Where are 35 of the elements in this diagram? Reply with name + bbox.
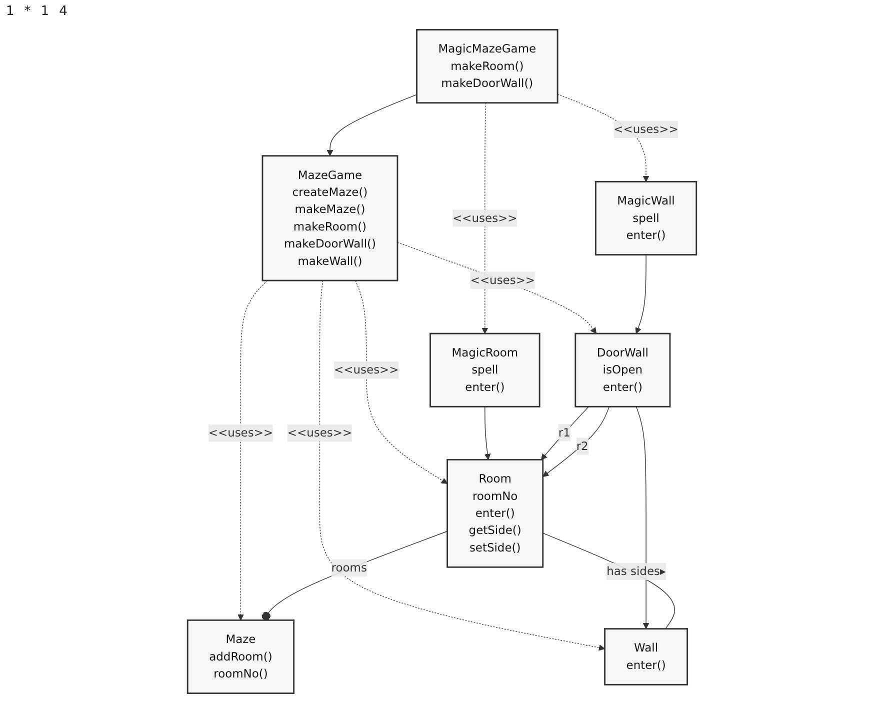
- arrow: [484, 406, 490, 460]
- connector: [261, 530, 448, 621]
- multiplicity-label: 1: [40, 4, 50, 19]
- connector: [542, 532, 674, 630]
- arrow: [540, 406, 589, 460]
- node-box: MagicWall spell enter(): [594, 180, 697, 256]
- arrow: [542, 406, 610, 477]
- edge-label: <<uses>>: [286, 426, 352, 440]
- arrow: [318, 280, 605, 651]
- edge-label: <<uses>>: [613, 122, 678, 136]
- edge-label: <<uses>>: [334, 362, 398, 377]
- edge-label: <<uses>>: [452, 211, 517, 225]
- node-box: Room roomNo enter() getSide() setSide(): [446, 458, 544, 568]
- arrow: [396, 242, 596, 334]
- edge-label: <<uses>>: [470, 273, 535, 287]
- node-box: Wall enter(): [604, 628, 688, 686]
- node-box: Maze addRoom() roomNo(): [186, 619, 294, 694]
- arrow: [237, 280, 268, 620]
- node-box: MagicMazeGame makeRoom() makeDoorWall(): [416, 29, 558, 104]
- arrow: [326, 94, 417, 156]
- node-box: DoorWall isOpen enter(): [574, 332, 670, 408]
- edge-label: has sides▸: [606, 564, 666, 578]
- arrow: [354, 280, 448, 484]
- edge-label: rooms: [330, 560, 366, 574]
- edge-label: <<uses>>: [208, 426, 273, 440]
- node-box: MagicRoom spell enter(): [429, 332, 540, 408]
- edge-label: r2: [576, 439, 588, 453]
- multiplicity-label: 4: [59, 4, 68, 19]
- edge-label: r1: [558, 426, 570, 440]
- multiplicity-label: 1: [6, 4, 14, 19]
- node-box: MazeGame createMaze() makeMaze() makeRoom() makeDoorWall() makeWall(): [261, 155, 398, 282]
- arrow: [481, 102, 488, 334]
- multiplicity-label: *: [24, 4, 31, 19]
- arrow: [634, 254, 646, 334]
- arrow: [635, 406, 649, 630]
